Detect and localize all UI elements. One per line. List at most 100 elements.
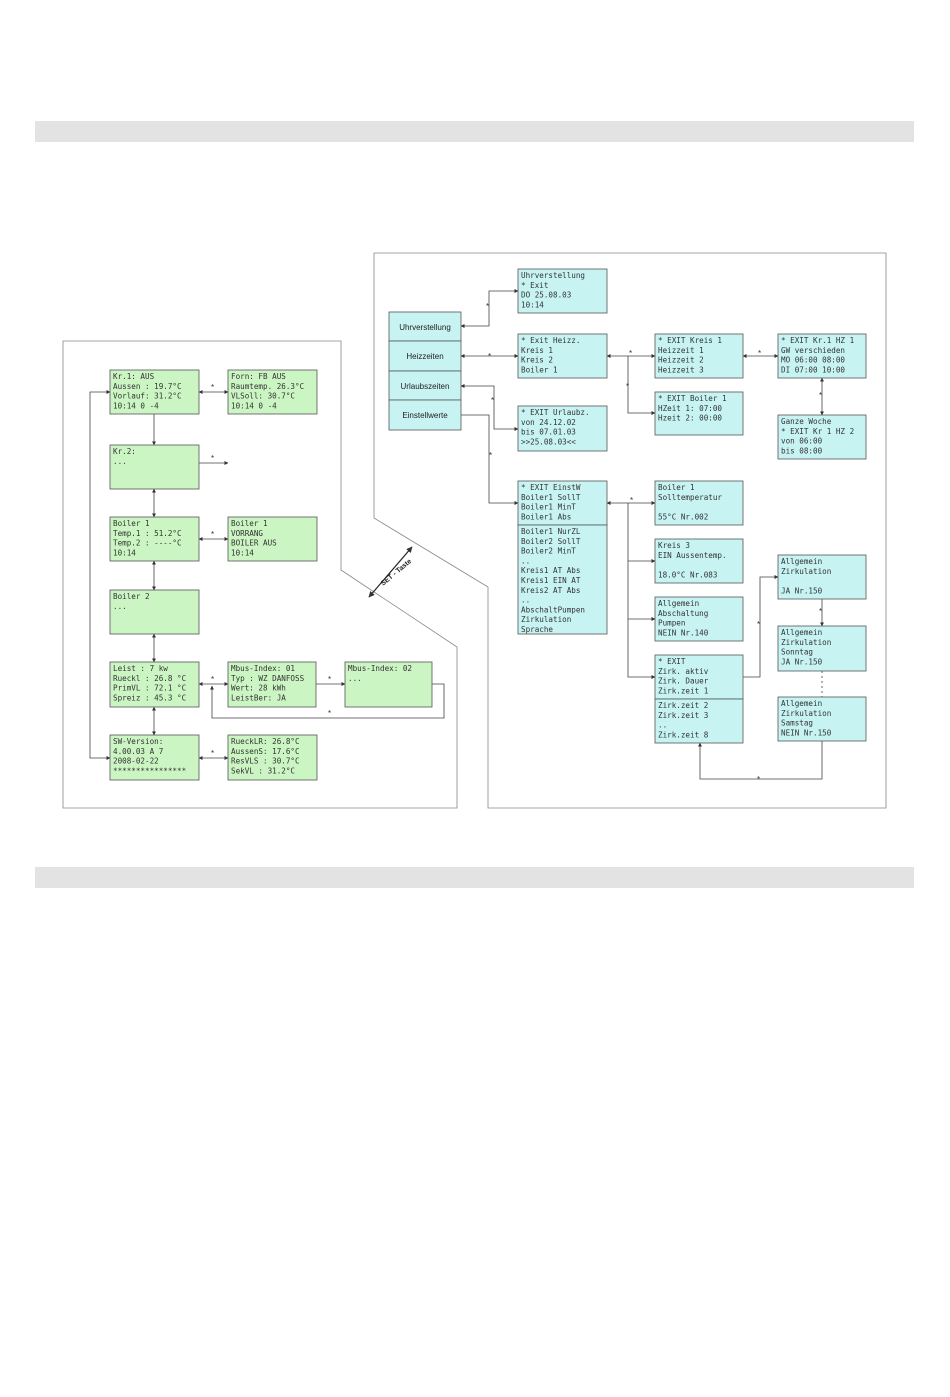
screen-box	[654, 538, 744, 584]
screen-line: NEIN Nr.140	[658, 628, 709, 637]
svg-text:*: *	[211, 383, 214, 392]
menu-button-heizzeiten[interactable]: Heizzeiten	[388, 340, 462, 372]
svg-text:*: *	[488, 352, 491, 361]
screen-box	[654, 698, 744, 744]
screen-line: Boiler 1	[231, 519, 268, 528]
screen-urlaub: * EXIT Urlaubz. von 24.12.02 bis 07.01.0…	[517, 405, 608, 452]
screen-line: 55°C Nr.002	[658, 512, 708, 521]
right-connectors	[460, 289, 824, 780]
screen-line: ...	[113, 457, 127, 466]
screen-box	[777, 414, 867, 460]
screen-box	[227, 369, 318, 415]
section-header-bar-top	[35, 121, 914, 142]
screen-line: Pumpen	[658, 619, 685, 628]
set-key-arrow	[368, 546, 413, 598]
screen-line: Kreis 1	[521, 346, 553, 355]
screen-line: 2008-02-22	[113, 757, 159, 766]
left-star-markers: * * * * * * *	[211, 383, 331, 758]
screen-line: Kreis1 AT Abs	[521, 566, 580, 575]
screen-line: JA Nr.150	[781, 586, 823, 595]
screen-line: Zirkulation	[781, 638, 831, 647]
screen-line: 10:14	[113, 548, 136, 557]
screen-line: Mbus-Index: 02	[348, 664, 412, 673]
screen-boiler2: Boiler 2...	[109, 589, 200, 635]
screen-line: Boiler 1	[521, 365, 558, 374]
screen-swversion: SW-Version:4.00.03 A 72008-02-22********…	[109, 734, 200, 781]
screen-box	[654, 596, 744, 642]
screen-box	[109, 734, 200, 781]
menu-button-urlaubszeiten[interactable]: Urlaubszeiten	[388, 370, 462, 401]
screen-line: Aussen : 19.7°C	[113, 382, 182, 391]
svg-text:*: *	[486, 302, 489, 311]
screen-line: Mbus-Index: 01	[231, 664, 295, 673]
screen-line: * EXIT Urlaubz.	[521, 408, 590, 417]
screen-mbus2: Mbus-Index: 02...	[344, 661, 433, 708]
screen-line: Kreis 2	[521, 356, 553, 365]
screen-heizzeiten: * Exit Heizz. Kreis 1 Kreis 2 Boiler 1	[517, 333, 608, 379]
screen-line: Kr.2:	[113, 447, 136, 456]
screen-line: bis 07.01.03	[521, 428, 576, 437]
screen-line: SekVL : 31.2°C	[231, 766, 295, 775]
screen-line: Boiler2 MinT	[521, 547, 576, 556]
screen-line: Kreis 3	[658, 541, 690, 550]
screen-uhr: Uhrverstellung* Exit DO 25.08.03 10:14	[517, 268, 608, 314]
screen-box	[777, 333, 867, 379]
screen-line: Zirk.zeit 3	[658, 711, 708, 720]
screen-line: HZeit 1: 07:00	[658, 404, 722, 413]
screen-line: Boiler 1	[113, 519, 150, 528]
screen-line: Typ : WZ DANFOSS	[231, 674, 305, 683]
screen-line: Zirk. aktiv	[658, 667, 709, 676]
screen-box	[109, 369, 200, 415]
screen-line: Boiler1 NurZL	[521, 527, 581, 536]
screen-kreis1: * EXIT Kreis 1 Heizzeit 1 Heizzeit 2 Hei…	[654, 333, 744, 379]
screen-line: ****************	[113, 766, 186, 775]
screen-box	[109, 444, 200, 490]
svg-text:*: *	[211, 749, 214, 758]
screen-line: * Exit	[521, 281, 548, 290]
screen-line: Spreiz : 45.3 °C	[113, 693, 186, 702]
screen-line: AussenS: 17.6°C	[231, 747, 300, 756]
svg-text:*: *	[819, 391, 822, 400]
screen-line: 4.00.03 A 7	[113, 747, 163, 756]
screen-line: Zirk.zeit 1	[658, 686, 709, 695]
screen-line: Allgemein	[781, 557, 822, 566]
screen-line: Zirk. Dauer	[658, 677, 709, 686]
screen-line: * EXIT EinstW	[521, 483, 581, 492]
svg-text:*: *	[211, 454, 214, 463]
screen-line: Vorlauf: 31.2°C	[113, 392, 182, 401]
screen-line: >>25.08.03<<	[521, 437, 576, 446]
screen-box	[109, 589, 200, 635]
screen-line: Zirkulation	[781, 709, 831, 718]
screen-line: RueckLR: 26.8°C	[231, 737, 300, 746]
screen-kr1hz1: * EXIT Kr.1 HZ 1 GW verschieden MO 06:00…	[777, 333, 867, 379]
svg-text:*: *	[328, 709, 331, 718]
screen-line: Sprache	[521, 625, 553, 634]
menu-button-einstellwerte[interactable]: Einstellwerte	[388, 399, 462, 431]
screen-box	[654, 480, 744, 526]
screen-box	[227, 516, 318, 562]
screen-line: Allgemein	[781, 699, 822, 708]
screen-box	[654, 391, 744, 436]
screen-box	[517, 405, 608, 452]
screen-line: Boiler2 SollT	[521, 537, 581, 546]
menu-button-uhrverstellung[interactable]: Uhrverstellung	[388, 311, 462, 342]
screen-box	[227, 661, 317, 708]
screen-line: Allgemein	[658, 599, 699, 608]
svg-text:*: *	[328, 675, 331, 684]
svg-text:*: *	[758, 349, 761, 358]
screen-line: BOILER AUS	[231, 539, 277, 548]
screen-line: Hzeit 2: 00:00	[658, 414, 722, 423]
screen-box	[109, 516, 200, 562]
screen-line: Zirk.zeit 2	[658, 701, 708, 710]
screen-box	[654, 654, 744, 700]
svg-text:Uhrverstellung: Uhrverstellung	[399, 323, 451, 332]
screen-line: GW verschieden	[781, 346, 845, 355]
svg-text:Heizzeiten: Heizzeiten	[406, 352, 443, 361]
